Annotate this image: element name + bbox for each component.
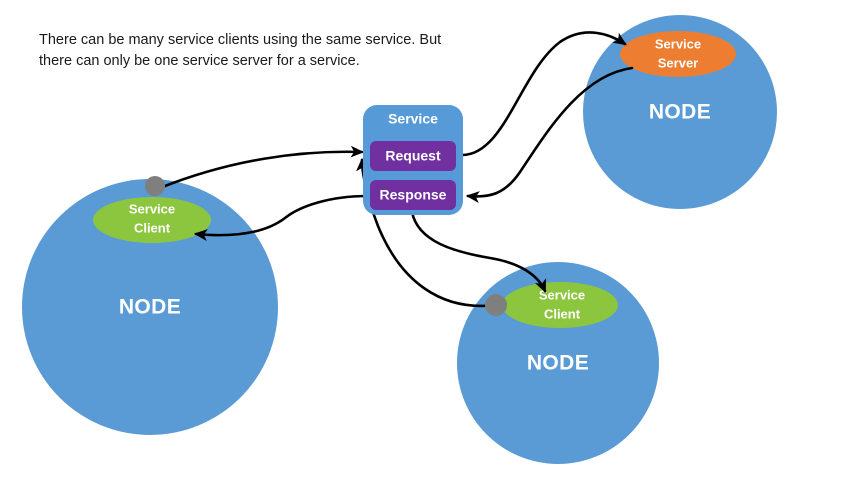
service-client-ellipse[interactable] (502, 282, 618, 328)
node-label: NODE (119, 296, 181, 319)
service-client-label-line1: Service (129, 201, 175, 216)
service-request-box[interactable] (370, 141, 456, 171)
connector-dot-left-client[interactable] (145, 176, 165, 196)
node-label: NODE (649, 101, 711, 124)
node-bottom-center[interactable]: Service Client NODE (457, 262, 659, 464)
connector-dots (145, 176, 507, 316)
node-bottom-left[interactable]: Service Client NODE (22, 179, 278, 435)
link-request-to-server (460, 31, 627, 157)
service-client-label-line2: Client (544, 306, 581, 321)
caption-line-2: there can only be one service server for… (39, 53, 360, 69)
service-server-label-line1: Service (655, 36, 701, 51)
service-response-label: Response (380, 187, 447, 203)
link-left-client-to-request (158, 145, 365, 190)
link-response-to-left-client (193, 194, 370, 241)
node-circle (22, 179, 278, 435)
service-server-label-line2: Server (658, 55, 698, 70)
service-box-title: Service (388, 111, 438, 127)
node-top-right[interactable]: Service Server NODE (583, 15, 777, 209)
service-client-label-line2: Client (134, 220, 171, 235)
caption-line-1: There can be many service clients using … (39, 32, 441, 48)
service-box[interactable]: Service Request Response (363, 105, 463, 215)
link-response-to-bottom-client (410, 210, 547, 293)
service-server-ellipse[interactable] (620, 31, 736, 77)
link-server-to-response (465, 66, 634, 203)
service-request-label: Request (385, 148, 441, 164)
service-client-ellipse[interactable] (93, 197, 211, 243)
connector-dot-bottom-client[interactable] (485, 294, 507, 316)
service-response-box[interactable] (370, 180, 456, 210)
caption-block: There can be many service clients using … (39, 32, 441, 69)
service-client-label-line1: Service (539, 287, 585, 302)
node-label: NODE (527, 352, 589, 375)
